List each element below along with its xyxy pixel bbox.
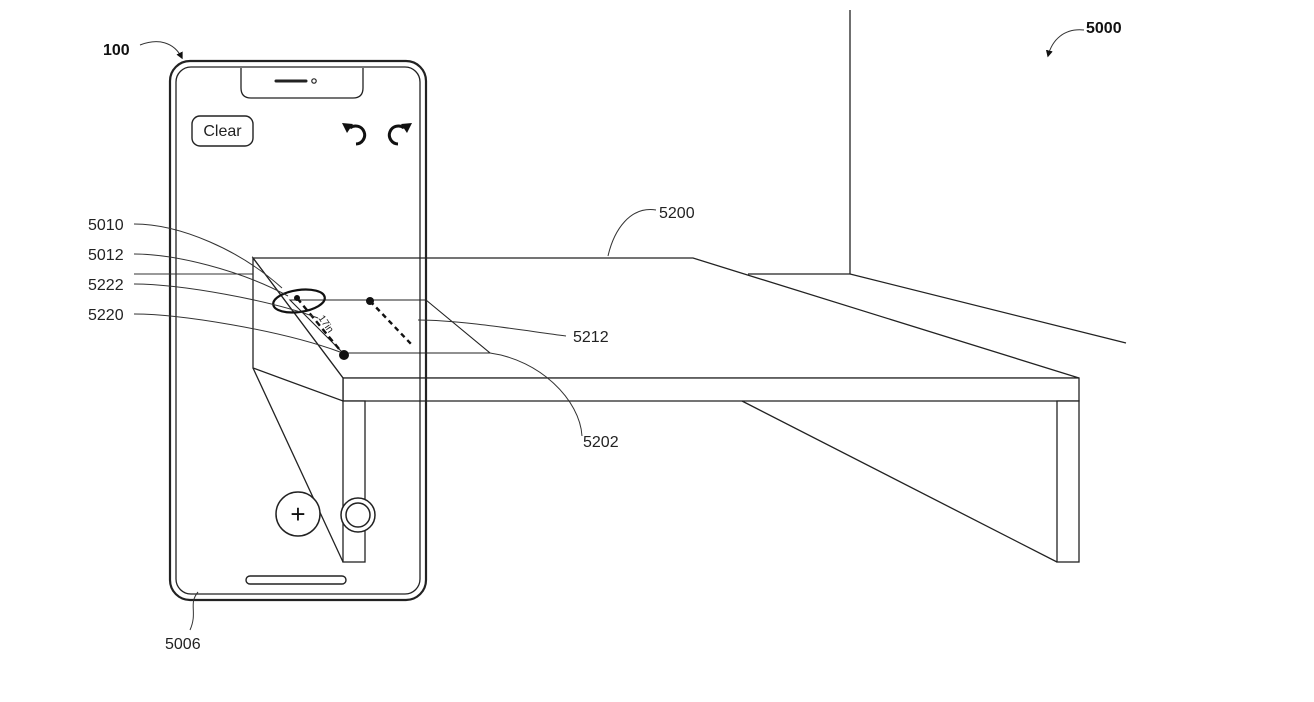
plus-icon: + xyxy=(290,499,305,529)
leader-100 xyxy=(139,41,183,60)
device xyxy=(168,59,428,602)
label-measurement-line-5212: 5212 xyxy=(573,329,609,346)
leader-5010 xyxy=(133,223,283,289)
undo-arrow-icon[interactable] xyxy=(349,124,367,146)
label-device-100: 100 xyxy=(103,42,130,59)
clear-button-label: Clear xyxy=(203,123,242,140)
table-leg-left xyxy=(342,400,366,563)
measurement-point xyxy=(339,350,349,360)
label-scene-5000: 5000 xyxy=(1086,20,1122,37)
add-point-button[interactable]: + xyxy=(275,491,321,537)
label-touch-screen-5006: 5006 xyxy=(165,636,201,653)
table-leg-right xyxy=(1056,400,1080,563)
leader-5212 xyxy=(417,319,567,337)
undo-button[interactable] xyxy=(342,123,367,146)
redo-arrowhead xyxy=(401,123,412,133)
label-focus-point-5012: 5012 xyxy=(88,247,124,264)
device-notch xyxy=(240,68,364,99)
measurement-endpoint xyxy=(366,297,374,305)
leader-5220 xyxy=(133,313,341,353)
capture-inner-circle xyxy=(345,502,371,528)
label-measurement-label-5222: 5222 xyxy=(88,277,124,294)
capture-button[interactable] xyxy=(340,497,376,533)
leader-lines xyxy=(133,29,1085,631)
undo-arrowhead xyxy=(342,123,353,133)
camera-dot xyxy=(311,78,317,84)
redo-button[interactable] xyxy=(387,123,412,146)
label-table-edge-5202: 5202 xyxy=(583,434,619,451)
clear-button[interactable]: Clear xyxy=(191,115,254,147)
leader-5202 xyxy=(489,352,583,437)
floor-side-line xyxy=(849,273,1127,344)
leader-5012 xyxy=(133,253,289,297)
measurement-line-active xyxy=(296,297,345,356)
label-table-5200: 5200 xyxy=(659,205,695,222)
leader-5200 xyxy=(607,209,657,257)
leader-5222 xyxy=(133,283,319,319)
table xyxy=(251,256,1080,563)
label-reticle-5010: 5010 xyxy=(88,217,124,234)
room-background xyxy=(748,10,1127,344)
device-body xyxy=(168,59,428,602)
measurement-line-remote xyxy=(369,300,414,347)
table-front-apron xyxy=(342,377,1080,402)
reference-numerals: 100 5000 5200 5010 5012 5222 5220 5212 5… xyxy=(88,20,1122,653)
table-brace-right xyxy=(741,400,1058,563)
clear-button-frame[interactable] xyxy=(191,115,254,147)
focus-point xyxy=(294,295,300,301)
add-button-circle[interactable] xyxy=(275,491,321,537)
leader-5006 xyxy=(189,591,199,631)
device-screen xyxy=(175,66,421,595)
redo-arrow-icon[interactable] xyxy=(387,124,405,146)
leader-5000 xyxy=(1045,29,1085,58)
home-indicator[interactable] xyxy=(245,575,347,585)
label-measurement-point-5220: 5220 xyxy=(88,307,124,324)
table-brace-left xyxy=(252,367,344,563)
